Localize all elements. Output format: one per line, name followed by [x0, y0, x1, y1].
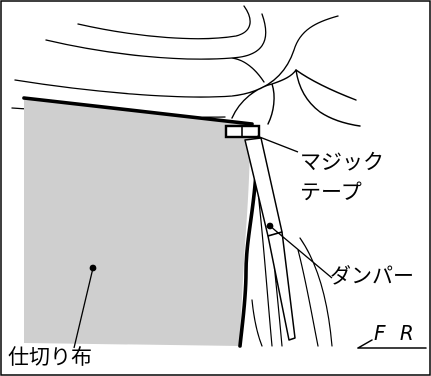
partition-cloth-label: 仕切り布 [8, 345, 92, 369]
velcro-label-line1: マジック [300, 150, 384, 174]
cloth-right-edge [238, 170, 258, 348]
front-direction-label: F R [374, 321, 418, 345]
damper-strut [244, 137, 296, 341]
front-direction-arrow [357, 339, 427, 349]
leader-lines [73, 135, 333, 349]
partition-cloth-panel [24, 98, 250, 346]
cloth-top-edge [22, 96, 254, 126]
cloth-pointer-dot [89, 264, 97, 272]
pillar-outline [231, 69, 361, 127]
damper-label: ダンパー [330, 264, 414, 288]
velcro-label-line2: テープ [300, 180, 362, 204]
